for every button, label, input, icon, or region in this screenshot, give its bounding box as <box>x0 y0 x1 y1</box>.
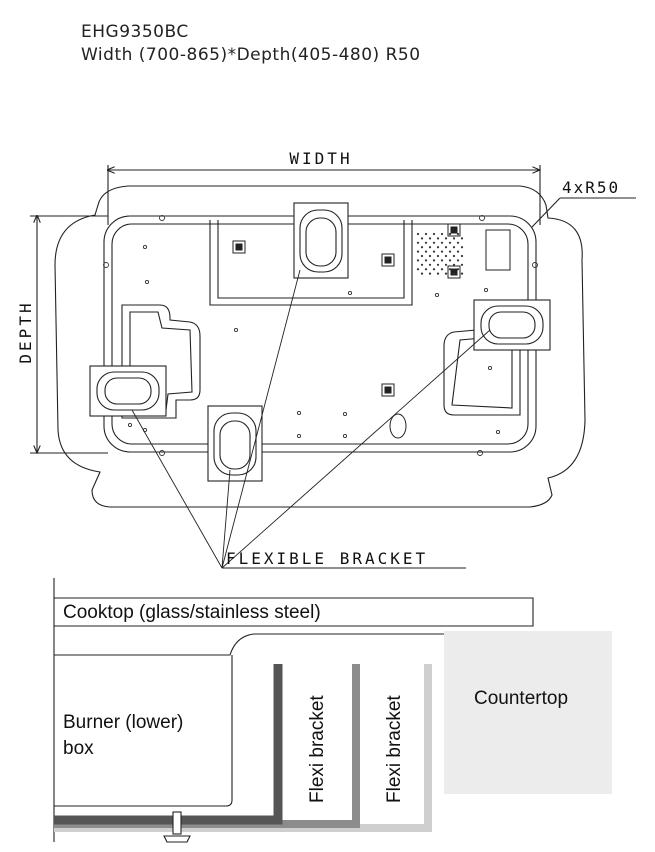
vent-dot <box>452 263 456 266</box>
vent-dot <box>432 241 436 244</box>
vent-dot <box>424 268 428 271</box>
vent-dot <box>452 246 456 249</box>
burner-box-label-line1: Burner (lower) <box>63 712 184 733</box>
dimensions-spec: Width (700-865)*Depth(405-480) R50 <box>81 45 421 65</box>
vent-dot <box>432 250 436 253</box>
vent-dot <box>420 237 424 240</box>
burner-box-label: Burner (lower) box <box>63 710 183 762</box>
vent-dot <box>424 241 428 244</box>
vent-dot <box>436 237 440 240</box>
vent-dot <box>440 250 444 253</box>
model-number: EHG9350BC <box>81 22 189 42</box>
countertop-label: Countertop <box>474 688 569 709</box>
vent-dot <box>456 268 460 271</box>
vent-dot <box>460 263 464 266</box>
bracket-leaders <box>131 269 491 569</box>
vent-dot <box>436 254 440 258</box>
left-channel <box>121 304 201 419</box>
vent-grid <box>416 232 464 275</box>
vent-dot <box>436 246 440 249</box>
flexible-bracket-top <box>293 202 349 279</box>
vent-dot <box>416 259 420 262</box>
vent-dot <box>456 241 460 244</box>
vent-dot <box>424 232 428 236</box>
vent-dot <box>456 232 460 236</box>
vent-dot <box>416 232 420 236</box>
vent-dot <box>432 232 436 236</box>
vent-dot <box>420 272 424 275</box>
width-label: WIDTH <box>289 149 352 168</box>
vent-dot <box>456 250 460 253</box>
vent-dot <box>452 254 456 258</box>
vent-dot <box>440 241 444 244</box>
radius-callout: 4xR50 <box>531 178 636 228</box>
flexible-bracket-bottom <box>207 405 263 482</box>
vent-dot <box>444 246 448 249</box>
vent-dot <box>456 259 460 262</box>
vent-dot <box>436 272 440 275</box>
vent-dot <box>444 263 448 266</box>
cooktop-label: Cooktop (glass/stainless steel) <box>63 602 321 623</box>
vent-dot <box>448 232 452 236</box>
vent-dot <box>444 272 448 275</box>
vent-dot <box>436 263 440 266</box>
vent-dot <box>448 250 452 253</box>
flexi-bracket-dark <box>54 664 283 825</box>
burner-box-label-line2: box <box>63 738 94 759</box>
vent-dot <box>416 241 420 244</box>
countertop-block <box>444 631 612 794</box>
vent-dot <box>432 259 436 262</box>
vent-dot <box>428 272 432 275</box>
vent-dot <box>432 268 436 271</box>
fixtures <box>232 223 511 439</box>
width-dimension: WIDTH <box>108 148 540 225</box>
vent-dot <box>428 263 432 266</box>
vent-dot <box>440 232 444 236</box>
radius-label: 4xR50 <box>562 178 620 197</box>
vent-dot <box>444 254 448 258</box>
vent-dot <box>460 246 464 249</box>
top-channel <box>209 220 413 306</box>
burner-box-section <box>54 633 444 656</box>
vent-dot <box>428 246 432 249</box>
vent-dot <box>460 237 464 240</box>
vent-dot <box>448 259 452 262</box>
vent-dot <box>428 237 432 240</box>
flexible-bracket-right <box>473 299 551 351</box>
vent-dot <box>440 259 444 262</box>
vent-dot <box>452 272 456 275</box>
vent-dot <box>424 250 428 253</box>
vent-dot <box>416 250 420 253</box>
section-view <box>53 578 612 843</box>
vent-dot <box>428 254 432 258</box>
vent-dot <box>424 259 428 262</box>
vent-dot <box>448 268 452 271</box>
vent-dot <box>440 268 444 271</box>
plan-view: WIDTH DEPTH 4xR50 <box>16 148 636 569</box>
depth-label: DEPTH <box>16 300 35 363</box>
depth-dimension: DEPTH <box>16 216 108 453</box>
vent-dot <box>452 237 456 240</box>
flexible-bracket-label: FLEXIBLE BRACKET <box>226 549 428 568</box>
screw-head <box>163 835 191 843</box>
vent-dot <box>448 241 452 244</box>
holes <box>103 215 538 456</box>
vent-dot <box>420 246 424 249</box>
flexible-bracket-left <box>89 365 167 417</box>
vent-dot <box>460 254 464 258</box>
vent-dot <box>460 272 464 275</box>
vent-dot <box>444 237 448 240</box>
cooktop-slab <box>54 597 534 627</box>
vent-dot <box>416 268 420 271</box>
vent-dot <box>420 263 424 266</box>
vent-dot <box>420 254 424 258</box>
glass-outline <box>54 185 586 508</box>
screw <box>172 811 182 835</box>
